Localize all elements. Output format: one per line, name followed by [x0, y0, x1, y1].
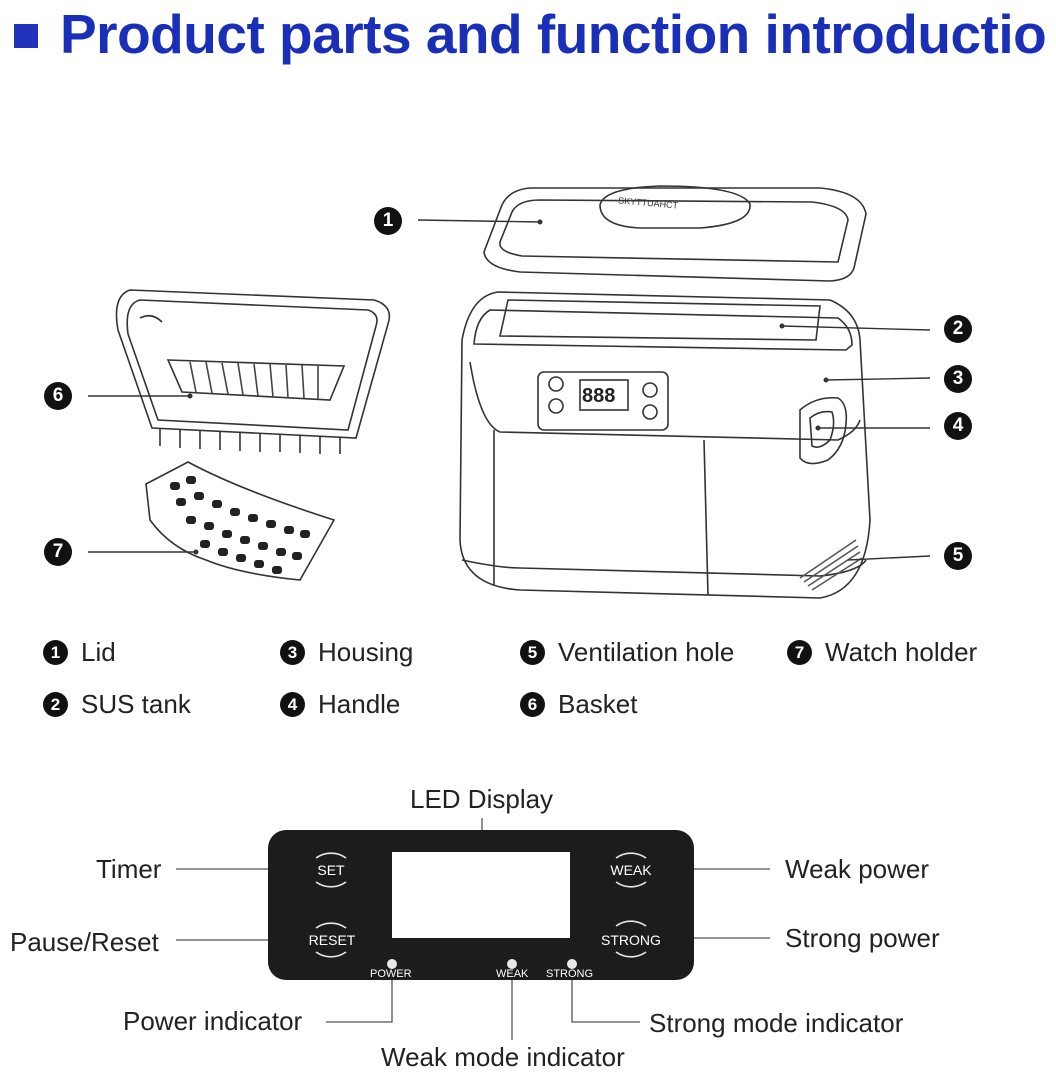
legend-number: 6 — [520, 691, 545, 717]
reset-button[interactable]: RESET — [308, 932, 356, 948]
weak-power-label: Weak power — [785, 854, 930, 884]
callout-5: 5 — [944, 542, 972, 570]
watch-holder-illustration — [145, 461, 336, 581]
legend-number: 5 — [520, 639, 545, 665]
callout-leaders — [88, 219, 931, 561]
power-indicator-label: Power indicator — [123, 1006, 303, 1036]
led-display — [392, 852, 570, 938]
weak-indicator-text: WEAK — [496, 968, 529, 980]
svg-text:SKYTTUAHCT: SKYTTUAHCT — [618, 195, 679, 210]
callout-2: 2 — [944, 315, 972, 343]
svg-text:888: 888 — [582, 385, 615, 407]
legend-label: Handle — [318, 688, 401, 719]
legend-item-handle: 4 Handle — [280, 689, 400, 719]
weak-button[interactable]: WEAK — [610, 862, 652, 878]
legend-item-watch-holder: 7 Watch holder — [787, 637, 977, 667]
legend-label: Ventilation hole — [558, 636, 735, 667]
panel-button-rings — [315, 852, 647, 958]
set-button[interactable]: SET — [317, 862, 345, 878]
legend-number: 3 — [280, 639, 305, 665]
callout-1: 1 — [374, 207, 402, 235]
legend-label: Housing — [318, 636, 414, 667]
legend-number: 7 — [787, 639, 812, 665]
legend-item-ventilation-hole: 5 Ventilation hole — [520, 637, 734, 667]
legend-label: SUS tank — [81, 688, 191, 719]
basket-illustration — [115, 289, 391, 454]
legend-item-basket: 6 Basket — [520, 689, 638, 719]
legend-label: Basket — [558, 688, 638, 719]
power-indicator-light — [387, 959, 397, 969]
title-bar: Product parts and function introductio — [0, 0, 1056, 80]
page-title: Product parts and function introductio — [60, 3, 1047, 65]
led-display-label: LED Display — [410, 784, 554, 814]
title-bullet-icon — [14, 24, 38, 48]
weak-indicator-light — [507, 959, 517, 969]
strong-mode-indicator-label: Strong mode indicator — [649, 1008, 904, 1038]
legend-label: Watch holder — [825, 636, 978, 667]
strong-button[interactable]: STRONG — [601, 932, 661, 948]
legend-number: 2 — [43, 691, 68, 717]
legend-item-sus-tank: 2 SUS tank — [43, 689, 191, 719]
timer-label: Timer — [96, 854, 162, 884]
weak-mode-indicator-label: Weak mode indicator — [381, 1042, 625, 1072]
callout-7: 7 — [44, 538, 72, 566]
legend-item-lid: 1 Lid — [43, 637, 116, 667]
legend-number: 4 — [280, 691, 305, 717]
legend-item-housing: 3 Housing — [280, 637, 413, 667]
strong-indicator-text: STRONG — [546, 968, 594, 980]
lid-illustration: SKYTTUAHCT — [483, 185, 867, 282]
strong-power-label: Strong power — [785, 923, 940, 953]
strong-indicator-light — [567, 959, 577, 969]
callout-4: 4 — [944, 412, 972, 440]
callout-3: 3 — [944, 365, 972, 393]
pause-reset-label: Pause/Reset — [10, 927, 159, 957]
control-panel: SET RESET WEAK STRONG POWER WEAK STRONG — [268, 830, 694, 980]
legend-number: 1 — [43, 639, 68, 665]
callout-6: 6 — [44, 382, 72, 410]
power-indicator-text: POWER — [370, 968, 412, 980]
legend-label: Lid — [81, 636, 116, 667]
cleaner-body-illustration: 888 — [459, 291, 871, 599]
